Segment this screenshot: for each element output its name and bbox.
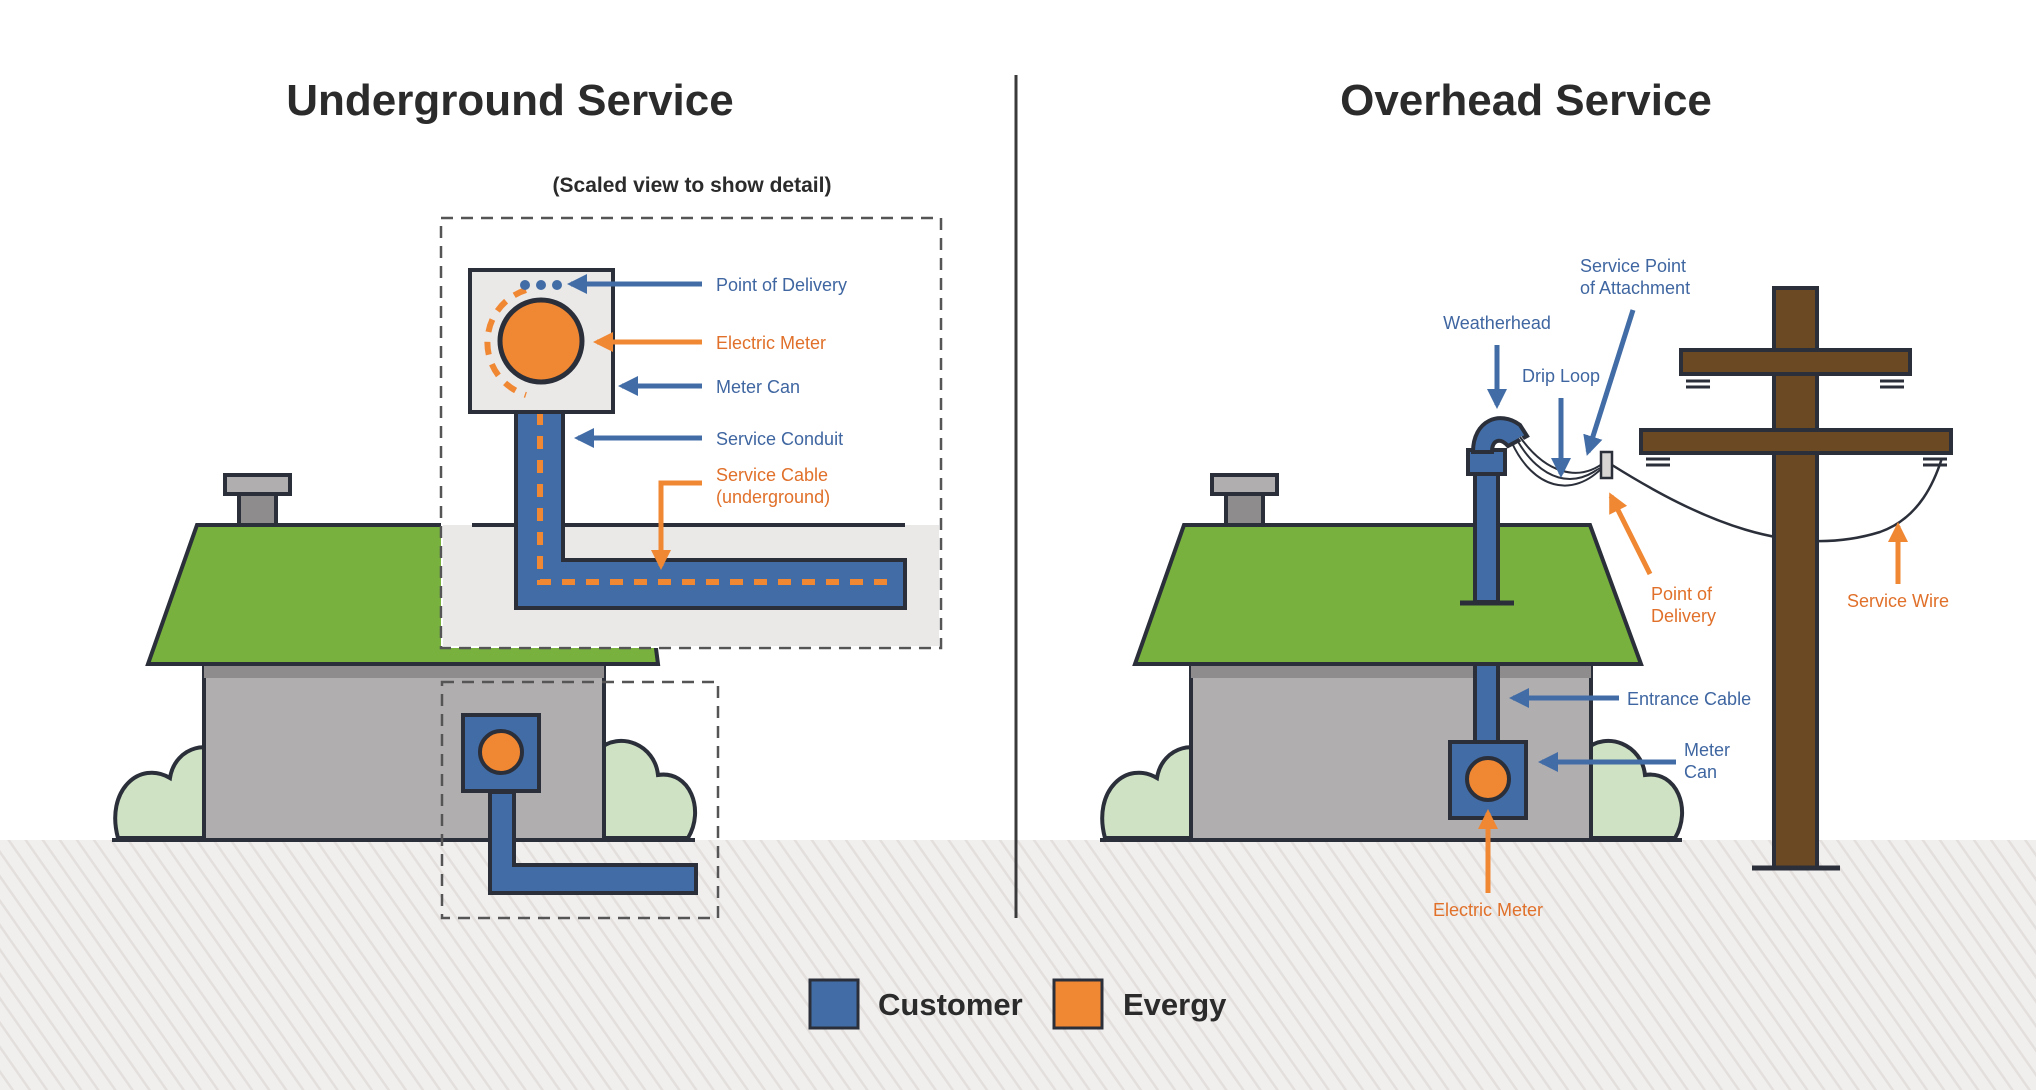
electric-meter-detail: [497, 297, 585, 385]
legend-customer-swatch: [808, 978, 860, 1030]
service-mast: [1460, 416, 1530, 744]
legend-evergy-swatch: [1052, 978, 1104, 1030]
arrow-service-point: [1583, 309, 1636, 456]
delivery-dot-2: [536, 280, 546, 290]
house-wall: [202, 660, 606, 842]
house-wall-overhead: [1189, 660, 1593, 842]
legend-customer-label: Customer: [878, 987, 1023, 1022]
label-service-cable-1: Service Cable: [716, 465, 828, 485]
label-service-conduit: Service Conduit: [716, 429, 843, 449]
delivery-dot-1: [520, 280, 530, 290]
arrow-service-cable: [651, 480, 702, 570]
service-cable: [537, 412, 895, 585]
meter-small: [478, 729, 524, 775]
label-electric-meter-overhead: Electric Meter: [1433, 900, 1543, 920]
overhead-house: [1100, 473, 1685, 842]
label-service-wire: Service Wire: [1847, 591, 1949, 611]
weatherhead: [1470, 416, 1530, 454]
electric-meter-overhead: [1465, 756, 1511, 802]
label-point-of-delivery-overhead-1: Point of: [1651, 584, 1713, 604]
label-drip-loop: Drip Loop: [1522, 366, 1600, 386]
arrow-point-of-delivery-overhead: [1608, 492, 1653, 576]
title-overhead: Overhead Service: [1340, 76, 1712, 125]
bush-right-overhead: [1583, 738, 1685, 840]
title-underground: Underground Service: [286, 76, 733, 125]
label-service-cable-2: (underground): [716, 487, 830, 507]
underground-detail: (Scaled view to show detail) Point of De…: [439, 174, 943, 650]
roof-overhead: [1132, 523, 1644, 666]
legend-evergy-label: Evergy: [1123, 987, 1227, 1022]
delivery-dot-3: [552, 280, 562, 290]
service-wire: [1611, 457, 1944, 543]
legend: Customer Evergy: [808, 978, 1227, 1030]
label-point-of-delivery-overhead-2: Delivery: [1651, 606, 1716, 626]
label-service-point-2: of Attachment: [1580, 278, 1690, 298]
label-meter-can-overhead-2: Can: [1684, 762, 1717, 782]
label-service-point-1: Service Point: [1580, 256, 1686, 276]
ground: [0, 840, 2036, 1090]
label-meter-can: Meter Can: [716, 377, 800, 397]
label-meter-can-overhead-1: Meter: [1684, 740, 1730, 760]
utility-pole: [1639, 286, 1953, 871]
underground-meter-small: [440, 680, 720, 920]
service-attachment: [1599, 450, 1614, 480]
scaled-view-note: (Scaled view to show detail): [553, 174, 832, 197]
label-entrance-cable: Entrance Cable: [1627, 689, 1751, 709]
label-electric-meter: Electric Meter: [716, 333, 826, 353]
label-weatherhead: Weatherhead: [1443, 313, 1551, 333]
label-point-of-delivery: Point of Delivery: [716, 275, 847, 295]
bush-right: [596, 738, 698, 840]
